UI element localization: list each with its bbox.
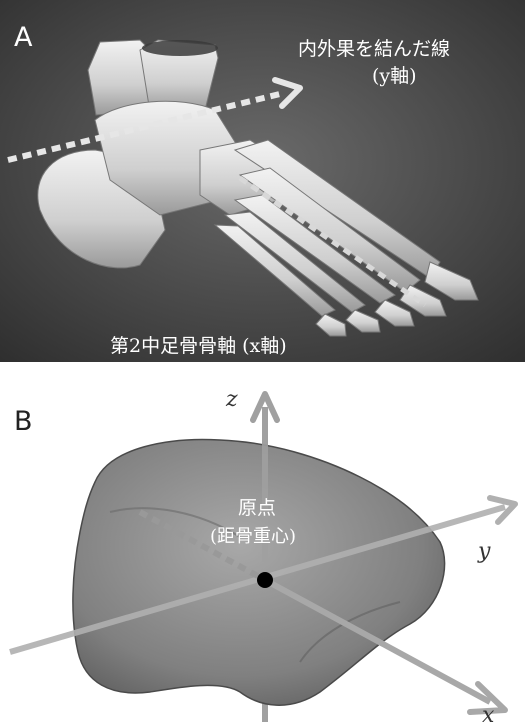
panel-a-label: A	[14, 22, 33, 53]
origin-sublabel: (距骨重心)	[210, 526, 296, 547]
y-axis-label: y	[477, 539, 491, 564]
foot-skeleton-figure: A 内外果を結んだ線 (y軸) 第2中足骨骨軸 (x軸)	[0, 0, 525, 362]
panel-b-label: B	[14, 406, 33, 437]
panel-b: B 原点 (距骨重心) z y x	[0, 362, 525, 726]
y-line-label: 内外果を結んだ線	[298, 38, 450, 60]
origin-point	[257, 572, 273, 588]
origin-title: 原点	[238, 497, 276, 519]
panel-a: A 内外果を結んだ線 (y軸) 第2中足骨骨軸 (x軸)	[0, 0, 525, 362]
z-axis-label: z	[225, 387, 238, 412]
talus-coordinate-figure: B 原点 (距骨重心) z y x	[0, 362, 525, 726]
x-axis-label-b: x	[482, 703, 495, 726]
y-line-sublabel: (y軸)	[372, 65, 417, 87]
x-axis-label: 第2中足骨骨軸 (x軸)	[110, 335, 287, 357]
